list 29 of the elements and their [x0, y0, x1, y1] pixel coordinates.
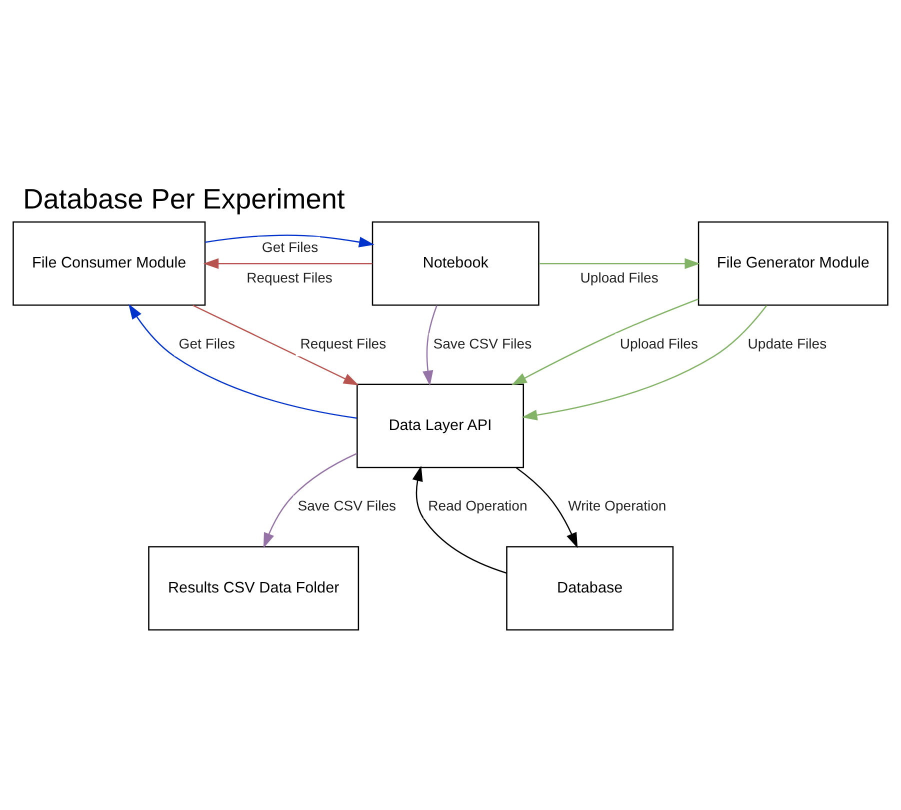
node-box: File Generator Module — [698, 220, 888, 306]
node-box: Data Layer API — [356, 383, 524, 468]
node-box: File Consumer Module — [12, 220, 206, 306]
edge-label: Read Operation — [428, 497, 528, 514]
arrow — [539, 258, 700, 268]
arrow — [263, 452, 358, 548]
edge-label: Write Operation — [568, 497, 666, 514]
edge-label: Request Files — [300, 334, 386, 351]
arrow — [192, 304, 359, 385]
edge-label: Save CSV Files — [433, 334, 532, 351]
edge-label: Update Files — [748, 334, 827, 351]
edge-label: Request Files — [246, 269, 332, 286]
arrow — [203, 258, 372, 268]
node-box: Database — [506, 546, 674, 630]
edge-label: Save CSV Files — [298, 497, 396, 514]
edge-label: Upload Files — [620, 334, 698, 351]
node-box: Results CSV Data Folder — [148, 546, 360, 630]
arrow — [511, 298, 698, 385]
edge-label: Get Files — [178, 334, 236, 351]
node-box: Notebook — [372, 220, 540, 306]
arrow — [412, 465, 507, 574]
edge-label: Get Files — [262, 238, 318, 254]
diagram-title: Database Per Experiment — [22, 183, 345, 214]
arrow — [522, 304, 768, 420]
edge-label: Upload Files — [580, 269, 658, 286]
arrow — [128, 303, 357, 418]
arrow — [422, 304, 438, 386]
arrow — [204, 234, 374, 247]
arrow — [516, 466, 578, 548]
